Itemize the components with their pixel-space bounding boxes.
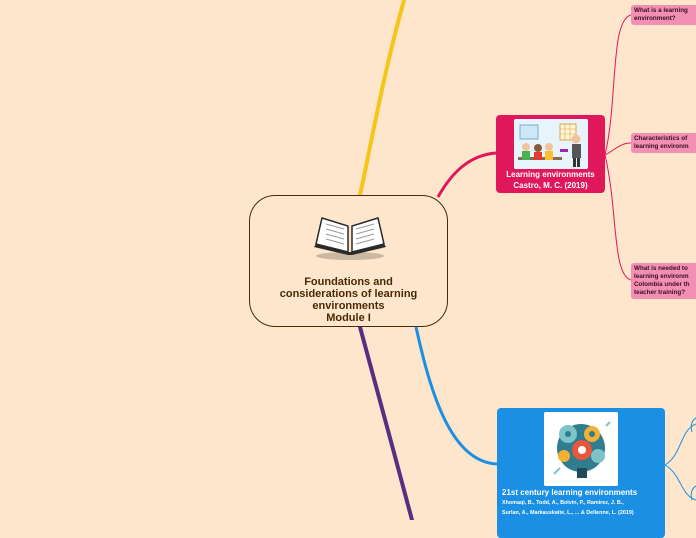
pink-subbranch-2 [604,142,632,156]
blue-subbranch-1 [664,423,696,466]
blue-child-stub-2 [690,485,696,501]
yellow-branch [358,0,406,197]
citation-line: Surlan, A., Markauskaite, L., ... & Dell… [502,509,634,516]
central-title-line: considerations of learning [279,288,418,300]
question-line: teacher training? [634,289,686,296]
classroom-illustration [514,119,588,169]
question-line: learning environm [634,273,689,280]
question-line: Characteristics of [634,135,688,142]
question-characteristics[interactable]: Characteristics of learning environm [631,133,696,153]
question-what-is-learning-environment[interactable]: What is a learning environment? [631,5,696,25]
mind-map-connectors [358,0,696,520]
blue-child-stub-1 [690,417,696,433]
century-learning-environments-title: 21st century learning environments [502,488,638,497]
century-learning-environments-node[interactable]: 21st century learning environments Xhoma… [497,408,665,538]
question-line: environment? [634,15,676,22]
central-title-line: environments [312,300,385,312]
gears-head-illustration [544,412,618,486]
pink-subbranch-1 [604,14,632,156]
blue-subbranch-2 [664,464,696,501]
question-line: learning environm [634,143,689,150]
question-line: Colombia under th [634,281,690,288]
learning-environments-node[interactable]: Learning environments Castro, M. C. (201… [496,115,605,193]
question-line: What is a learning [634,7,688,14]
question-line: What is needed to [634,265,688,272]
pink-subbranch-3 [604,154,632,281]
learning-environments-author: Castro, M. C. (2019) [513,181,588,190]
question-what-is-needed[interactable]: What is needed to learning environm Colo… [631,263,696,299]
central-title-line: Module I [326,312,371,324]
learning-environments-title: Learning environments [506,170,595,179]
central-title-line: Foundations and [304,276,393,288]
open-book-icon [314,217,386,260]
citation-line: Xhomaqi, B., Todd, A., Bolvin, P., Ramír… [502,500,624,506]
central-topic-node[interactable]: Foundations and considerations of learni… [249,195,448,327]
central-topic-title: Foundations and considerations of learni… [260,276,437,324]
century-learning-environments-citation: Xhomaqi, B., Todd, A., Bolvin, P., Ramír… [502,499,664,518]
blue-branch [414,326,498,466]
pink-branch [436,151,497,198]
purple-branch [358,325,414,520]
